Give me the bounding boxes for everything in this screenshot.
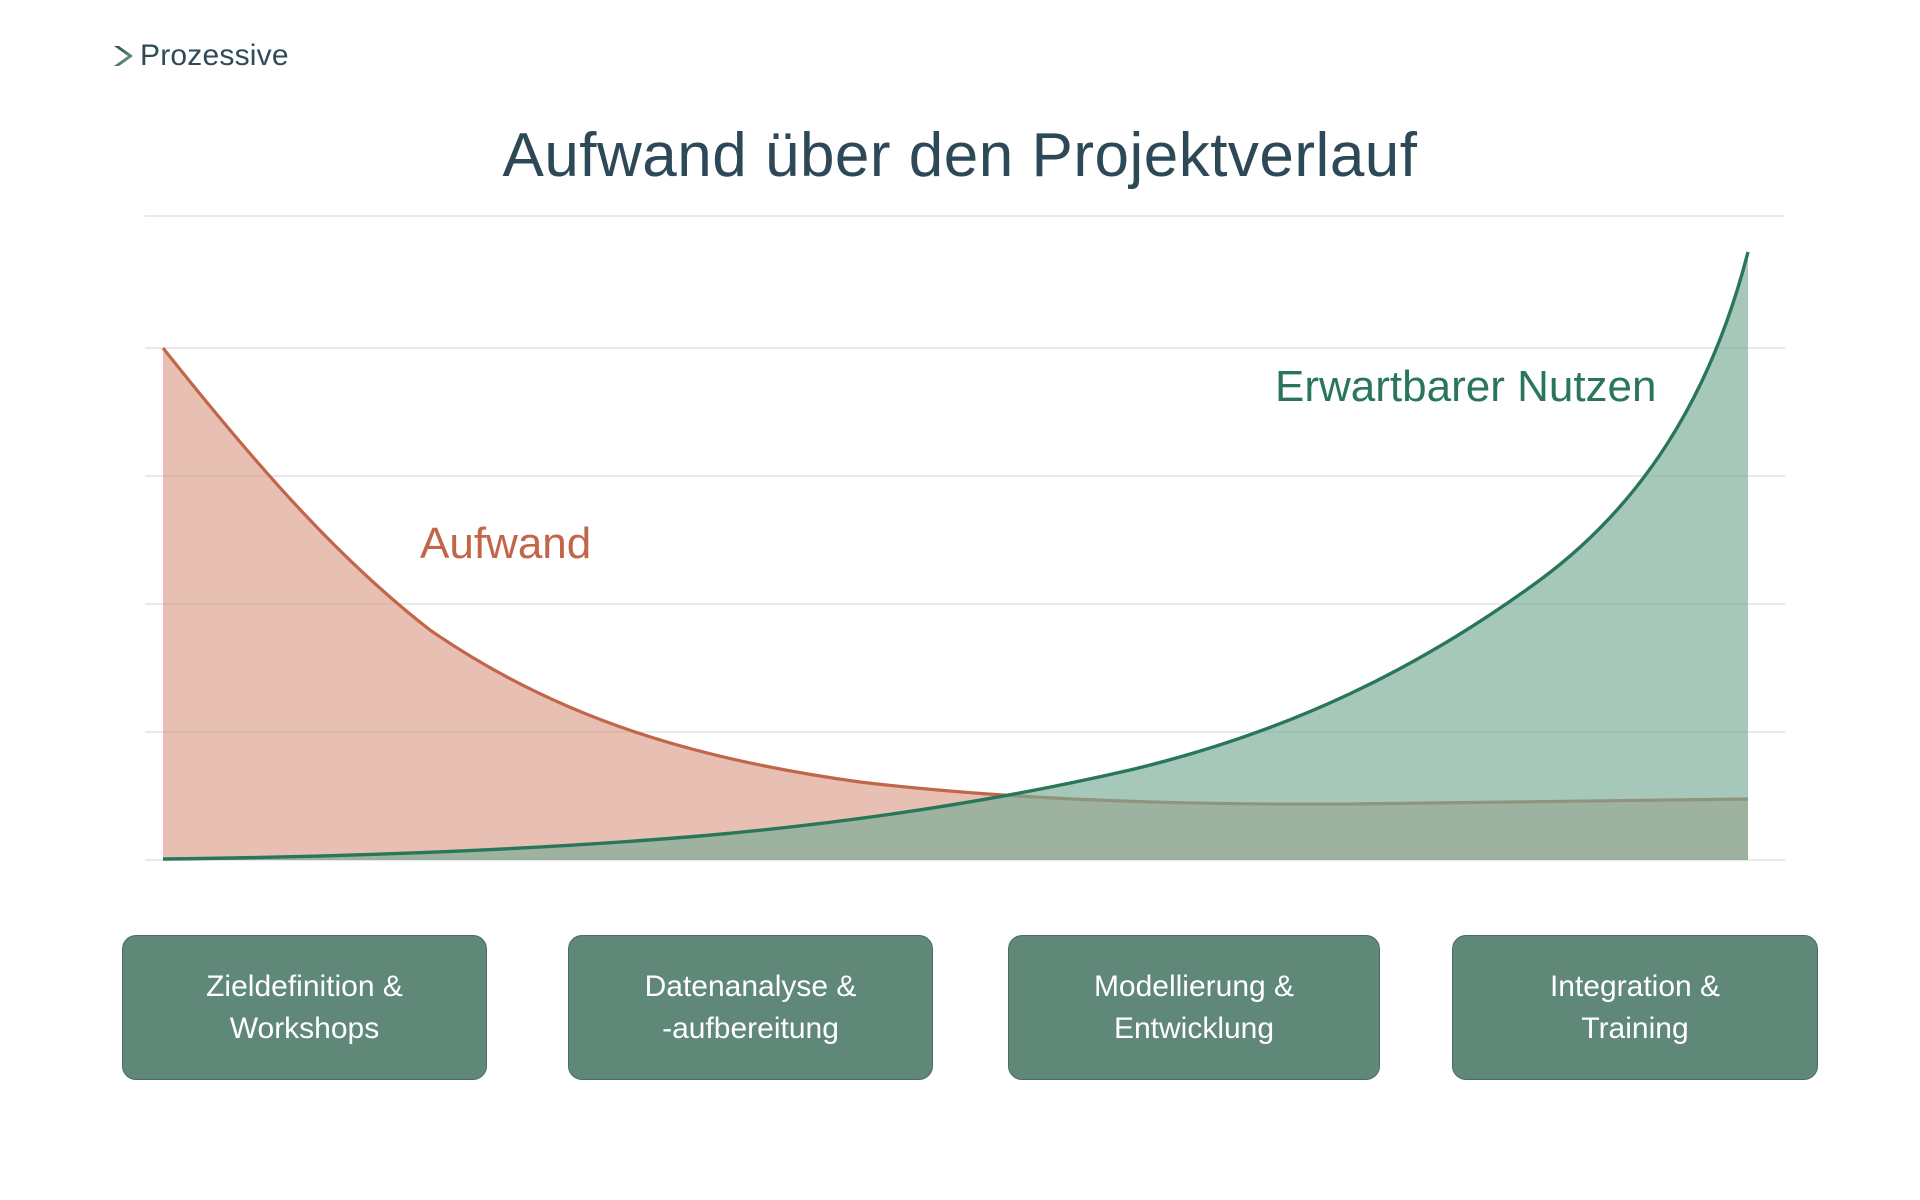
phase-label-line2: Entwicklung xyxy=(1113,1011,1275,1045)
phase-box-modellierung-entwicklung[interactable]: Modellierung & Entwicklung xyxy=(1008,935,1380,1080)
project-phase-list: Zieldefinition & Workshops Datenanalyse … xyxy=(0,935,1920,1085)
series-label-nutzen-line2: Nutzen xyxy=(1517,362,1657,411)
phase-label-line2: Workshops xyxy=(229,1011,380,1045)
brand-logo: Prozessive xyxy=(112,38,289,74)
phase-label-line2: -aufbereitung xyxy=(662,1011,839,1045)
phase-label-line1: Datenanalyse & xyxy=(644,969,857,1003)
phase-label-line1: Zieldefinition & xyxy=(206,969,403,1003)
series-label-aufwand: Aufwand xyxy=(420,519,592,568)
series-label-erwartbarer-nutzen: Erwartbarer Nutzen xyxy=(1275,358,1657,415)
chart-gridlines xyxy=(145,215,1785,861)
phase-label-line2: Training xyxy=(1581,1011,1689,1045)
phase-box-datenanalyse-aufbereitung[interactable]: Datenanalyse & -aufbereitung xyxy=(568,935,933,1080)
series-erwartbarer-nutzen xyxy=(162,251,1750,861)
series-label-nutzen-line1: Erwartbarer xyxy=(1275,362,1505,411)
phase-label-line1: Integration & xyxy=(1549,969,1721,1003)
phase-box-integration-training[interactable]: Integration & Training xyxy=(1452,935,1818,1080)
phase-box-zieldefinition-workshops[interactable]: Zieldefinition & Workshops xyxy=(122,935,487,1080)
series-aufwand xyxy=(161,347,1749,860)
brand-wordmark: Prozessive xyxy=(140,39,289,72)
phase-label-line1: Modellierung & xyxy=(1093,969,1295,1003)
chevron-right-icon xyxy=(112,43,134,69)
page-title: Aufwand über den Projektverlauf xyxy=(502,121,1418,190)
